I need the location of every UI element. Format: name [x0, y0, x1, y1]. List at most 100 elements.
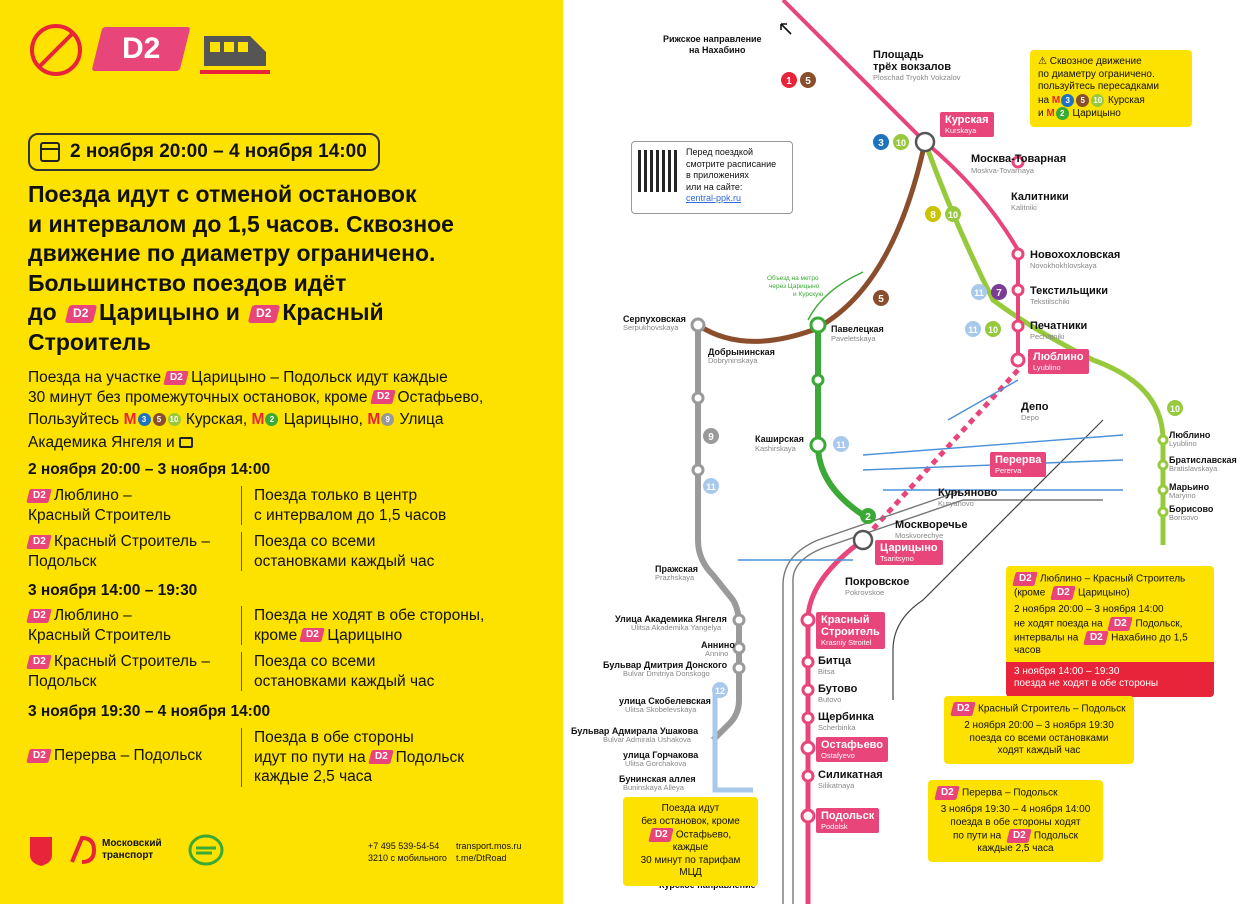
svg-text:10: 10 — [988, 325, 998, 335]
svg-text:2: 2 — [865, 512, 871, 523]
svg-text:трёх вокзалов: трёх вокзалов — [873, 61, 951, 73]
station-labels: Площадь трёх вокзалов Ploschad Tryokh Vo… — [571, 34, 1237, 890]
svg-text:9: 9 — [708, 432, 714, 443]
svg-text:Объезд на метро: Объезд на метро — [767, 274, 819, 282]
svg-text:Lyublino: Lyublino — [1169, 439, 1197, 448]
svg-text:Борисово: Борисово — [1169, 504, 1214, 514]
svg-text:Покровское: Покровское — [845, 576, 909, 588]
detour-arrow-icon — [807, 271, 864, 321]
train-icon — [200, 36, 270, 74]
svg-text:Pokrovskoe: Pokrovskoe — [845, 588, 884, 597]
svg-text:Pechatniki: Pechatniki — [1030, 332, 1065, 341]
svg-text:Москва-Товарная: Москва-Товарная — [971, 153, 1066, 165]
svg-text:Borisovo: Borisovo — [1169, 513, 1198, 522]
svg-text:Улица Академика Янгеля: Улица Академика Янгеля — [615, 614, 727, 624]
svg-text:и Курскую: и Курскую — [793, 291, 823, 298]
svg-text:Калитники: Калитники — [1011, 191, 1069, 203]
svg-text:улица Скобелевская: улица Скобелевская — [619, 696, 711, 706]
svg-text:Ploschad Tryokh Vokzalov: Ploschad Tryokh Vokzalov — [873, 73, 961, 82]
svg-text:Добрынинская: Добрынинская — [708, 347, 775, 357]
svg-text:Depo: Depo — [1021, 413, 1039, 422]
route-map: 1 5 3 10 8 10 5 11 7 11 10 11 9 11 2 10 … — [563, 0, 1248, 904]
d2-badge: D2 — [248, 304, 281, 323]
svg-text:Buninskaya Alleya: Buninskaya Alleya — [623, 783, 685, 792]
svg-text:Люблино: Люблино — [1169, 430, 1211, 440]
lightblue-line — [712, 690, 753, 793]
svg-text:Kalitniki: Kalitniki — [1011, 203, 1037, 212]
section-title: 3 ноября 19:30 – 4 ноября 14:00 — [28, 703, 271, 720]
svg-text:10: 10 — [896, 138, 906, 148]
svg-text:Бульвар Дмитрия Донского: Бульвар Дмитрия Донского — [603, 660, 728, 670]
info-panel: D2 2 ноября 20:00 – 4 ноября 14:00 Поезд… — [0, 0, 563, 904]
calendar-icon — [40, 142, 60, 162]
svg-text:Силикатная: Силикатная — [818, 769, 883, 781]
svg-text:Пражская: Пражская — [655, 564, 698, 574]
svg-text:Текстильщики: Текстильщики — [1030, 285, 1108, 297]
section-title: 3 ноября 14:00 – 19:30 — [28, 582, 198, 599]
rail-line — [782, 489, 964, 904]
moscow-coat-of-arms-icon — [30, 837, 52, 866]
svg-text:Бунинская аллея: Бунинская аллея — [619, 774, 696, 784]
svg-text:Площадь: Площадь — [873, 49, 924, 61]
no-entry-icon — [30, 24, 82, 76]
svg-text:Maryino: Maryino — [1169, 491, 1196, 500]
svg-text:Москворечье: Москворечье — [895, 519, 968, 531]
svg-text:11: 11 — [706, 482, 716, 492]
metro-icon: М — [123, 411, 137, 428]
map-canvas: 1 5 3 10 8 10 5 11 7 11 10 11 9 11 2 10 … — [571, 0, 1237, 904]
svg-text:5: 5 — [878, 294, 884, 305]
svg-text:через Царицыно: через Царицыно — [769, 283, 820, 290]
schedule-qr-box: Перед поездкой смотрите расписание в при… — [631, 141, 793, 214]
svg-text:Братиславская: Братиславская — [1169, 455, 1237, 465]
svg-text:Silikatnaya: Silikatnaya — [818, 781, 855, 790]
gray-metro-line — [695, 325, 742, 743]
note-through-traffic: ⚠ Сквозное движение по диаметру ограниче… — [1030, 50, 1192, 127]
svg-text:Каширская: Каширская — [755, 434, 804, 444]
svg-text:улица Горчакова: улица Горчакова — [623, 750, 699, 760]
svg-text:Paveletskaya: Paveletskaya — [831, 334, 876, 343]
svg-text:Bulvar Dmitriya Donskogo: Bulvar Dmitriya Donskogo — [623, 669, 710, 678]
svg-text:Kashirskaya: Kashirskaya — [755, 444, 797, 453]
svg-text:Марьино: Марьино — [1169, 482, 1210, 492]
svg-text:Moskvorechye: Moskvorechye — [895, 531, 943, 540]
qr-code-icon — [638, 150, 680, 192]
svg-text:5: 5 — [805, 76, 811, 87]
bus-icon — [179, 436, 193, 448]
svg-text:Moskva-Tovarnaya: Moskva-Tovarnaya — [971, 166, 1035, 175]
svg-text:11: 11 — [968, 325, 978, 335]
svg-text:Щербинка: Щербинка — [818, 711, 875, 723]
svg-text:Novokhokhlovskaya: Novokhokhlovskaya — [1030, 261, 1098, 270]
svg-text:Курьяново: Курьяново — [938, 487, 998, 499]
svg-text:11: 11 — [836, 440, 846, 450]
direction-arrow-icon — [780, 23, 792, 35]
svg-text:8: 8 — [930, 210, 936, 221]
svg-text:Scherbinka: Scherbinka — [818, 723, 856, 732]
green-metro-line — [815, 325, 865, 518]
schedule-link[interactable]: central-ppk.ru — [686, 193, 742, 203]
station-markers — [690, 131, 1169, 824]
svg-text:Serpukhovskaya: Serpukhovskaya — [623, 323, 679, 332]
svg-text:Ulitsa Gorchakova: Ulitsa Gorchakova — [625, 759, 687, 768]
svg-text:Рижское направление: Рижское направление — [663, 34, 762, 44]
section-title: 2 ноября 20:00 – 3 ноября 14:00 — [28, 461, 271, 478]
svg-text:Битца: Битца — [818, 655, 852, 667]
svg-text:Ulitsa Skobelevskaya: Ulitsa Skobelevskaya — [625, 705, 697, 714]
svg-text:Kuryanovo: Kuryanovo — [938, 499, 974, 508]
cppk-logo-icon — [188, 834, 224, 866]
svg-text:12: 12 — [715, 686, 725, 696]
svg-text:7: 7 — [996, 288, 1002, 299]
